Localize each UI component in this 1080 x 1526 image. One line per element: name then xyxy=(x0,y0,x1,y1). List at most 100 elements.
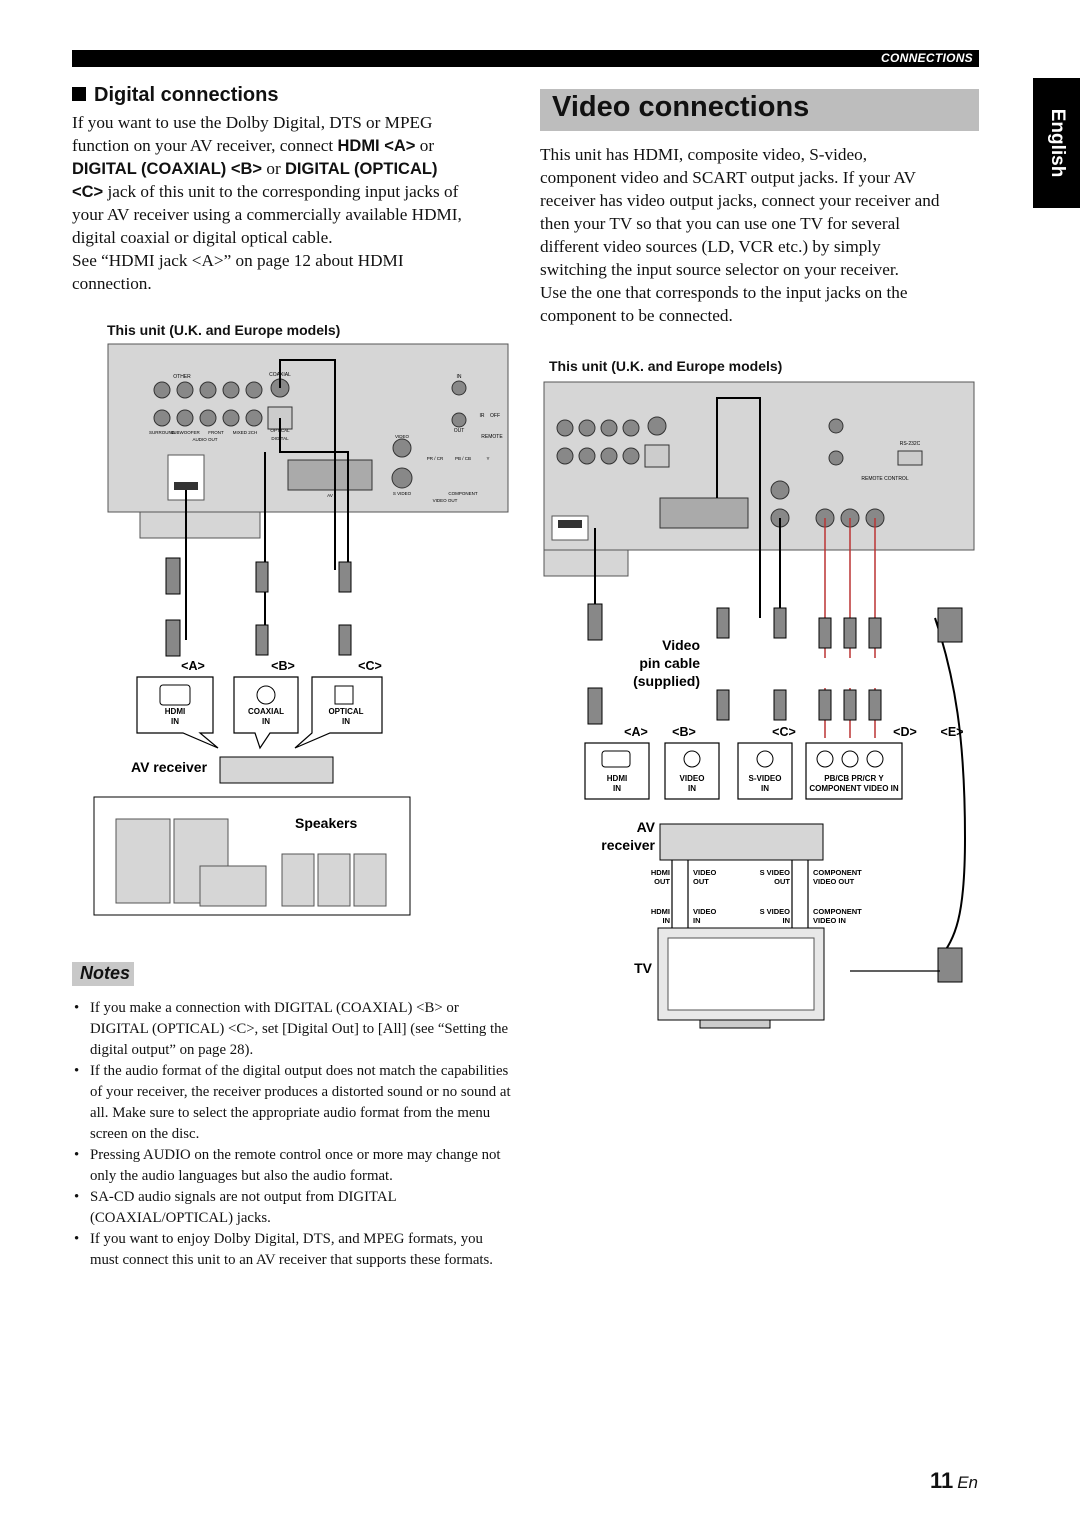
jack-label: COAXIAL xyxy=(248,707,284,716)
square-bullet-icon xyxy=(72,87,86,101)
speaker xyxy=(353,853,387,907)
text-line: component to be connected. xyxy=(540,306,733,325)
text-line: different video sources (LD, VCR etc.) b… xyxy=(540,237,881,256)
connector-tag-c: <C> xyxy=(772,725,796,739)
digital-connection-diagram: OTHER COAXIAL IN IR OFF OUT REMOTE SURRO… xyxy=(93,343,509,916)
optical-jack-icon xyxy=(334,685,354,705)
jack-label: IN xyxy=(342,717,350,726)
jack-label: PB/CB PR/CR Y xyxy=(824,774,884,783)
panel-label: VIDEO xyxy=(395,434,410,439)
jack-label: HDMI xyxy=(165,707,185,716)
panel-label: OUT xyxy=(454,428,465,434)
scart-connector xyxy=(659,497,749,529)
panel-label: REMOTE CONTROL xyxy=(861,476,908,482)
note-item: If you make a connection with DIGITAL (C… xyxy=(72,998,512,1061)
panel-label: IR xyxy=(480,413,485,419)
svideo-port xyxy=(391,467,413,489)
text-line: See “HDMI jack <A>” on page 12 about HDM… xyxy=(72,251,404,270)
panel-label: REMOTE xyxy=(481,434,503,440)
tv-in-label: VIDEO xyxy=(693,907,717,916)
component-plug xyxy=(818,617,832,649)
av-receiver-label: AV receiver xyxy=(131,759,208,775)
text-line: connection. xyxy=(72,274,152,293)
jack-label: COMPONENT VIDEO IN xyxy=(809,784,899,793)
digital-paragraph: If you want to use the Dolby Digital, DT… xyxy=(72,111,512,295)
panel-label: COMPONENT xyxy=(448,491,478,496)
speakers-label: Speakers xyxy=(295,815,357,831)
panel-label: PB / CB xyxy=(455,456,471,461)
jack-label: IN xyxy=(171,717,179,726)
connector-tag-b: <B> xyxy=(271,659,295,673)
hdmi-plug xyxy=(587,687,603,725)
hdmi-port xyxy=(174,482,198,490)
rs232c-port xyxy=(897,450,923,466)
svideo-in-box xyxy=(737,742,793,800)
tv-screen xyxy=(667,937,815,1011)
header-bar: CONNECTIONS xyxy=(72,50,979,67)
speaker xyxy=(281,853,315,907)
av-receiver-label: AV xyxy=(637,819,656,835)
panel-label: MIXED 2CH xyxy=(233,430,258,435)
tv-label: TV xyxy=(634,960,653,976)
scart-plug xyxy=(937,607,963,643)
video-connections-heading: Video connections xyxy=(540,89,979,131)
notes-list: If you make a connection with DIGITAL (C… xyxy=(72,998,512,1271)
scart-cable-path xyxy=(934,617,967,959)
jack-label: IN xyxy=(613,784,621,793)
panel-label: RS-232C xyxy=(900,441,921,447)
hdmi-plug xyxy=(587,603,603,641)
notes-title: Notes xyxy=(80,963,131,983)
panel-label: FRONT xyxy=(208,430,224,435)
panel-label: OTHER xyxy=(173,374,191,380)
panel-label: AUDIO OUT xyxy=(192,437,217,442)
scart-plug xyxy=(937,947,963,983)
connector-tag-a: <A> xyxy=(624,725,648,739)
component-plug xyxy=(818,689,832,721)
receiver-out-label: S VIDEO xyxy=(760,868,791,877)
hdmi-port xyxy=(558,520,582,528)
connector-tag-b: <B> xyxy=(672,725,696,739)
tv-in-label: COMPONENT xyxy=(813,907,862,916)
optical-plug xyxy=(338,624,352,656)
note-item: SA-CD audio signals are not output from … xyxy=(72,1187,512,1229)
video-connection-diagram: RS-232C REMOTE CONTROL Video pin cable (… xyxy=(543,381,975,1029)
tv-in-label: S VIDEO xyxy=(760,907,791,916)
digital-connections-heading: Digital connections xyxy=(72,84,278,107)
text-line: Use the one that corresponds to the inpu… xyxy=(540,283,908,302)
jack-label: S-VIDEO xyxy=(749,774,782,783)
video-jack-icon xyxy=(683,750,701,768)
hdmi-jack-icon xyxy=(159,684,191,706)
text-line: then your TV so that you can use one TV … xyxy=(540,214,901,233)
connector-tag-e: <E> xyxy=(941,725,964,739)
panel-label: PR / CR xyxy=(427,456,444,461)
av-receiver-box xyxy=(219,756,334,784)
tv-in-label: IN xyxy=(693,916,701,925)
video-paragraph: This unit has HDMI, composite video, S-v… xyxy=(540,143,985,327)
connector-tag-c: <C> xyxy=(358,659,382,673)
optical-cable-path xyxy=(279,418,349,570)
video-plug xyxy=(716,607,730,639)
tv-in-label: HDMI xyxy=(651,907,670,916)
component-jack-icon xyxy=(841,750,859,768)
note-item: If you want to enjoy Dolby Digital, DTS,… xyxy=(72,1229,512,1271)
jack-label: OPTICAL xyxy=(328,707,363,716)
tv-in-label: IN xyxy=(783,916,791,925)
hdmi-plug xyxy=(165,619,181,657)
tv-in-label: IN xyxy=(663,916,671,925)
text-line: This unit has HDMI, composite video, S-v… xyxy=(540,145,868,164)
cable-label: Video xyxy=(662,637,700,653)
receiver-out-label: COMPONENT xyxy=(813,868,862,877)
tv-stand xyxy=(699,1019,771,1029)
connector-tag-a: <A> xyxy=(181,659,205,673)
panel-label: OFF xyxy=(490,413,500,419)
av-receiver-box xyxy=(659,823,824,861)
text-line: component video and SCART output jacks. … xyxy=(540,168,916,187)
optical-plug xyxy=(338,561,352,593)
jack-label: VIDEO xyxy=(680,774,705,783)
right-diagram-caption: This unit (U.K. and Europe models) xyxy=(549,358,783,374)
cable-label: (supplied) xyxy=(633,673,700,689)
component-jack-icon xyxy=(866,750,884,768)
component-plug xyxy=(868,689,882,721)
digital-connections-title: Digital connections xyxy=(94,84,279,106)
